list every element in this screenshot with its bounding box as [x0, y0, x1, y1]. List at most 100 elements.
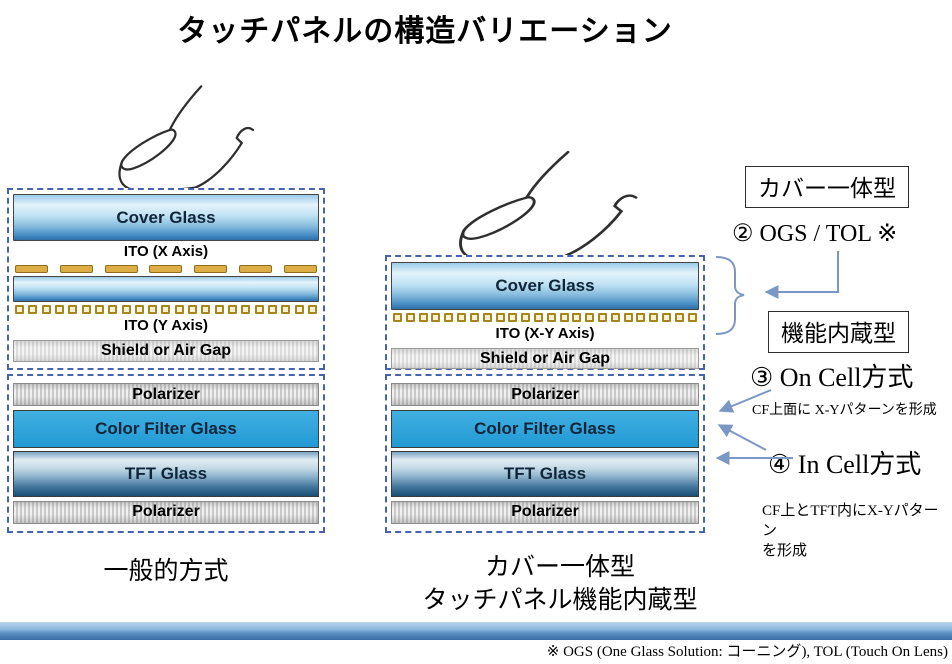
finger-knuckle-line: [613, 194, 638, 213]
finger-touch-icon: [459, 150, 638, 262]
ito-dot-icon: [610, 313, 620, 322]
ito-dot-icon: [81, 305, 91, 314]
ito-dot-icon: [559, 313, 569, 322]
finger-touch-icon: [118, 85, 254, 192]
right-stack-caption: カバー一体型 タッチパネル機能内蔵型: [390, 551, 730, 617]
ito-dot-icon: [54, 305, 64, 314]
ito-dot-icon: [228, 305, 237, 314]
layer-dots: [15, 305, 317, 314]
ito-dash-icon: [283, 264, 317, 273]
ito-dot-icon: [28, 305, 38, 314]
ito-dot-icon: [508, 313, 518, 322]
ito-dot-icon: [418, 313, 428, 322]
ito-dot-icon: [108, 305, 118, 314]
layer-color-filter-glass: Color Filter Glass: [391, 409, 699, 448]
layer-polarizer: Polarizer: [391, 500, 699, 524]
ito-dot-icon: [214, 305, 224, 314]
ito-dot-icon: [174, 305, 184, 314]
ito-dash-icon: [15, 264, 48, 273]
ito-dot-icon: [267, 305, 277, 314]
ito-dash-icon: [59, 264, 93, 273]
ito-dot-icon: [636, 313, 646, 322]
layer-tft-glass: TFT Glass: [13, 451, 319, 498]
ito-dot-icon: [572, 313, 582, 322]
ito-dot-icon: [431, 313, 441, 322]
layer-polarizer: Polarizer: [391, 383, 699, 406]
ito-dot-icon: [68, 305, 78, 314]
layer-ito-y-axis: ITO (Y Axis): [124, 317, 208, 334]
on-cell-label: ③ On Cell方式: [750, 363, 914, 392]
ito-dot-icon: [15, 305, 24, 314]
ito-dot-icon: [623, 313, 633, 322]
ito-dot-icon: [94, 305, 104, 314]
in-cell-cf-arrow-icon: [717, 424, 767, 451]
layer-polarizer: Polarizer: [13, 500, 319, 524]
layer-cover-glass: Cover Glass: [13, 194, 319, 241]
ito-dot-icon: [393, 313, 402, 322]
in-cell-note: CF上とTFT内にX-Yパターン を形成: [762, 501, 952, 561]
layer-dashes: [15, 264, 317, 273]
cover-integrated-label: カバー一体型: [745, 166, 909, 208]
bottom-accent-bar: [0, 622, 952, 640]
ito-dot-icon: [598, 313, 607, 322]
layer-shield-or-air-gap: Shield or Air Gap: [13, 340, 319, 362]
right-caption-line2: タッチパネル機能内蔵型: [422, 586, 698, 614]
ito-dash-icon: [239, 264, 273, 273]
finger-top-line: [525, 150, 570, 199]
finger-knuckle-line: [235, 126, 254, 145]
ito-dot-icon: [482, 313, 492, 322]
ito-dot-icon: [148, 305, 158, 314]
left-stack-caption: 一般的方式: [103, 557, 229, 585]
ito-dot-icon: [121, 305, 131, 314]
ito-dot-icon: [585, 313, 595, 322]
layer-color-filter-glass: Color Filter Glass: [13, 409, 319, 448]
ito-dash-icon: [149, 264, 183, 273]
ogs-elbow-arrow-icon: [764, 251, 839, 299]
ito-dot-icon: [41, 305, 51, 314]
ito-dot-icon: [649, 313, 659, 322]
ito-dot-icon: [161, 305, 171, 314]
ito-dot-icon: [405, 313, 415, 322]
ito-dot-icon: [254, 305, 264, 314]
ito-dot-icon: [546, 313, 556, 322]
ito-dot-icon: [188, 305, 198, 314]
in-cell-label: ④ In Cell方式: [768, 450, 922, 479]
layer-ito-x-y-axis: ITO (X-Y Axis): [495, 325, 595, 342]
function-embedded-label: 機能内蔵型: [768, 311, 909, 353]
ito-dot-icon: [457, 313, 467, 322]
ito-dot-icon: [134, 305, 144, 314]
ogs-tol-label: ② OGS / TOL ※: [732, 221, 898, 247]
ito-dot-icon: [444, 313, 454, 322]
fingernail: [120, 128, 177, 171]
finger-top-line: [168, 85, 203, 132]
on-cell-note: CF上面に X-Yパターンを形成: [752, 403, 937, 418]
layer-glass: [13, 276, 319, 302]
ito-dash-icon: [104, 264, 138, 273]
footnote: ※ OGS (One Glass Solution: コーニング), TOL (…: [546, 644, 948, 660]
ito-dot-icon: [521, 313, 531, 322]
cover-group-brace-icon: [715, 256, 745, 335]
ito-dot-icon: [687, 313, 697, 322]
right-caption-line1: カバー一体型: [484, 553, 635, 581]
layer-cover-glass: Cover Glass: [391, 262, 699, 310]
ito-dot-icon: [533, 313, 543, 322]
in-cell-note-line1: CF上とTFT内にX-Yパターン: [762, 503, 939, 539]
ito-dot-icon: [201, 305, 211, 314]
fingernail: [461, 196, 536, 240]
layer-ito-x-axis: ITO (X Axis): [123, 243, 209, 260]
ito-dot-icon: [662, 313, 672, 322]
layer-polarizer: Polarizer: [13, 383, 319, 406]
layer-dots: [393, 313, 697, 322]
layer-tft-glass: TFT Glass: [391, 451, 699, 498]
layer-shield-or-air-gap: Shield or Air Gap: [391, 348, 699, 369]
ito-dot-icon: [674, 313, 684, 322]
ito-dash-icon: [194, 264, 228, 273]
ito-dot-icon: [307, 305, 317, 314]
page-title: タッチパネルの構造バリエーション: [177, 15, 673, 48]
in-cell-note-line2: を形成: [762, 543, 808, 559]
